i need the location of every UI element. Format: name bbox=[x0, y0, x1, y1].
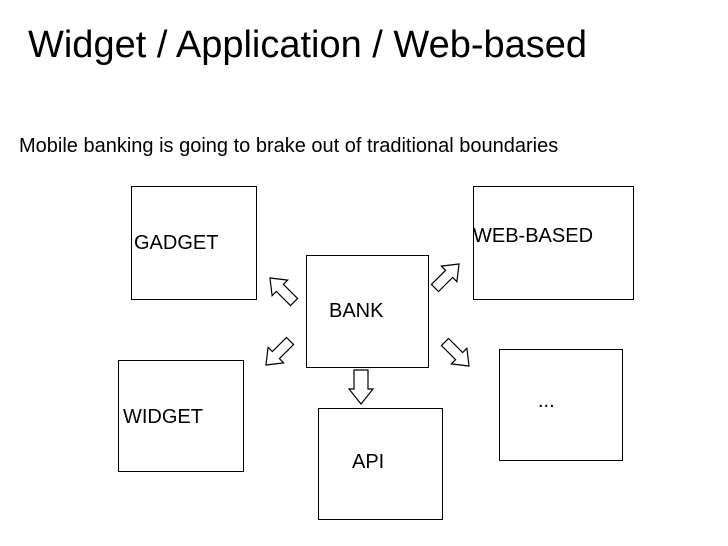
widget-label: WIDGET bbox=[123, 406, 203, 428]
widget-box bbox=[118, 360, 244, 472]
api-box bbox=[318, 408, 443, 520]
web-based-label: WEB-BASED bbox=[473, 225, 594, 247]
bank-label: BANK bbox=[329, 300, 384, 322]
more-box bbox=[499, 349, 623, 461]
arrow-bank-to-gadget bbox=[269, 277, 299, 307]
web-based-box bbox=[473, 186, 634, 300]
gadget-label: GADGET bbox=[134, 232, 219, 254]
bank-box bbox=[306, 255, 429, 368]
arrow-bank-to-widget bbox=[265, 336, 295, 366]
arrow-bank-to-web-based bbox=[430, 263, 460, 293]
more-label: ... bbox=[538, 390, 555, 412]
arrow-bank-to-api bbox=[347, 369, 375, 405]
slide-title: Widget / Application / Web-based bbox=[28, 24, 588, 66]
api-label: API bbox=[352, 451, 385, 473]
arrow-bank-to-more bbox=[440, 337, 470, 367]
gadget-box bbox=[131, 186, 257, 300]
slide-subtitle: Mobile banking is going to brake out of … bbox=[19, 135, 559, 157]
